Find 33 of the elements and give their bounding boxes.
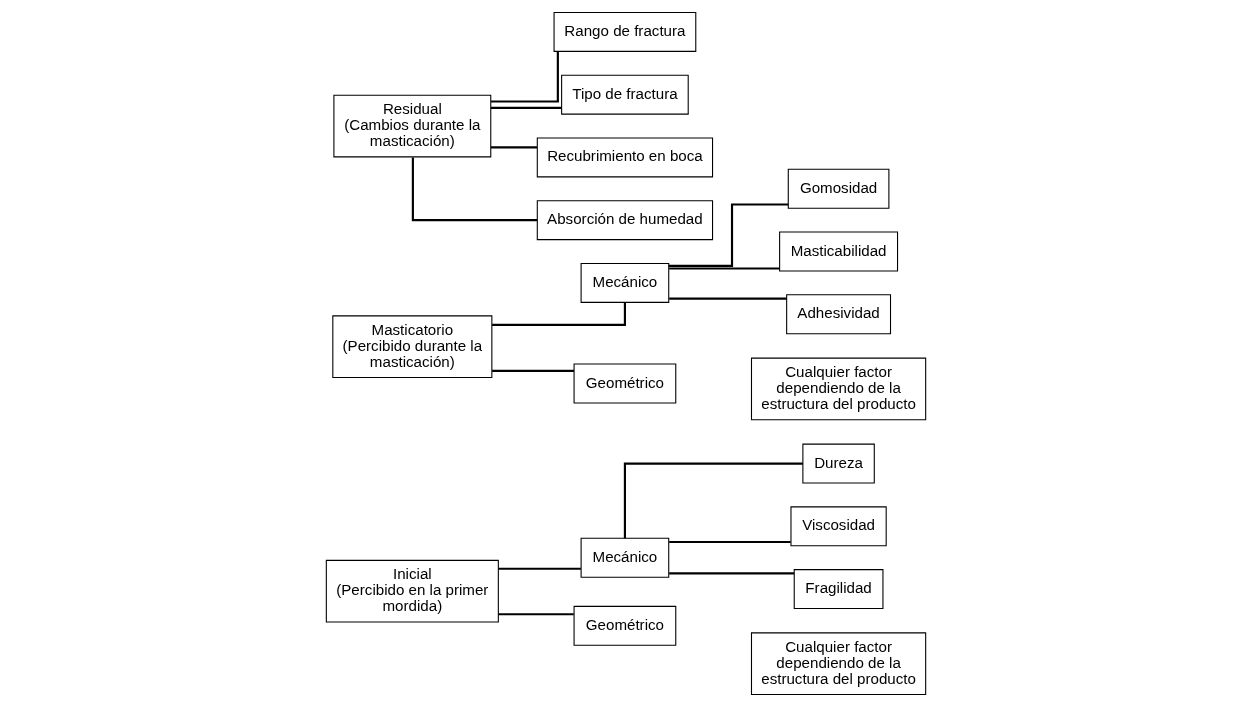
node-box: Cualquier factor dependiendo de la estructura del producto — [750, 357, 927, 421]
connector — [492, 369, 575, 372]
connector — [491, 51, 559, 103]
node-box: Masticatorio (Percibido durante la masticación) — [332, 315, 493, 379]
node-box: Cualquier factor dependiendo de la estructura del producto — [750, 632, 927, 696]
node-box: Recubrimiento en boca — [536, 137, 714, 178]
node-box: Inicial (Percibido en la primer mordida) — [325, 559, 499, 623]
connector — [623, 462, 803, 539]
node-box: Tipo de fractura — [561, 74, 689, 115]
node-box: Viscosidad — [790, 506, 887, 547]
node-box: Fragilidad — [793, 569, 884, 610]
connector — [492, 302, 626, 326]
connector — [411, 157, 538, 222]
node-box: Geométrico — [573, 363, 677, 404]
connector — [498, 613, 574, 616]
connector — [669, 540, 791, 544]
node-box: Masticabilidad — [779, 231, 899, 272]
node-box: Geométrico — [573, 605, 677, 646]
node-box: Gomosidad — [787, 168, 890, 209]
connector — [668, 203, 789, 268]
connector — [490, 106, 562, 109]
connector — [490, 146, 537, 149]
connector — [669, 267, 780, 270]
node-box: Adhesividad — [786, 294, 892, 335]
node-box: Dureza — [802, 443, 875, 484]
connector — [669, 297, 787, 300]
connector — [669, 572, 794, 575]
connector — [498, 567, 581, 570]
node-box: Rango de fractura — [553, 11, 697, 52]
node-box: Residual (Cambios durante la masticación) — [333, 94, 492, 158]
node-box: Mecánico — [580, 537, 670, 578]
node-box: Mecánico — [580, 262, 670, 303]
node-box: Absorción de humedad — [536, 200, 714, 241]
